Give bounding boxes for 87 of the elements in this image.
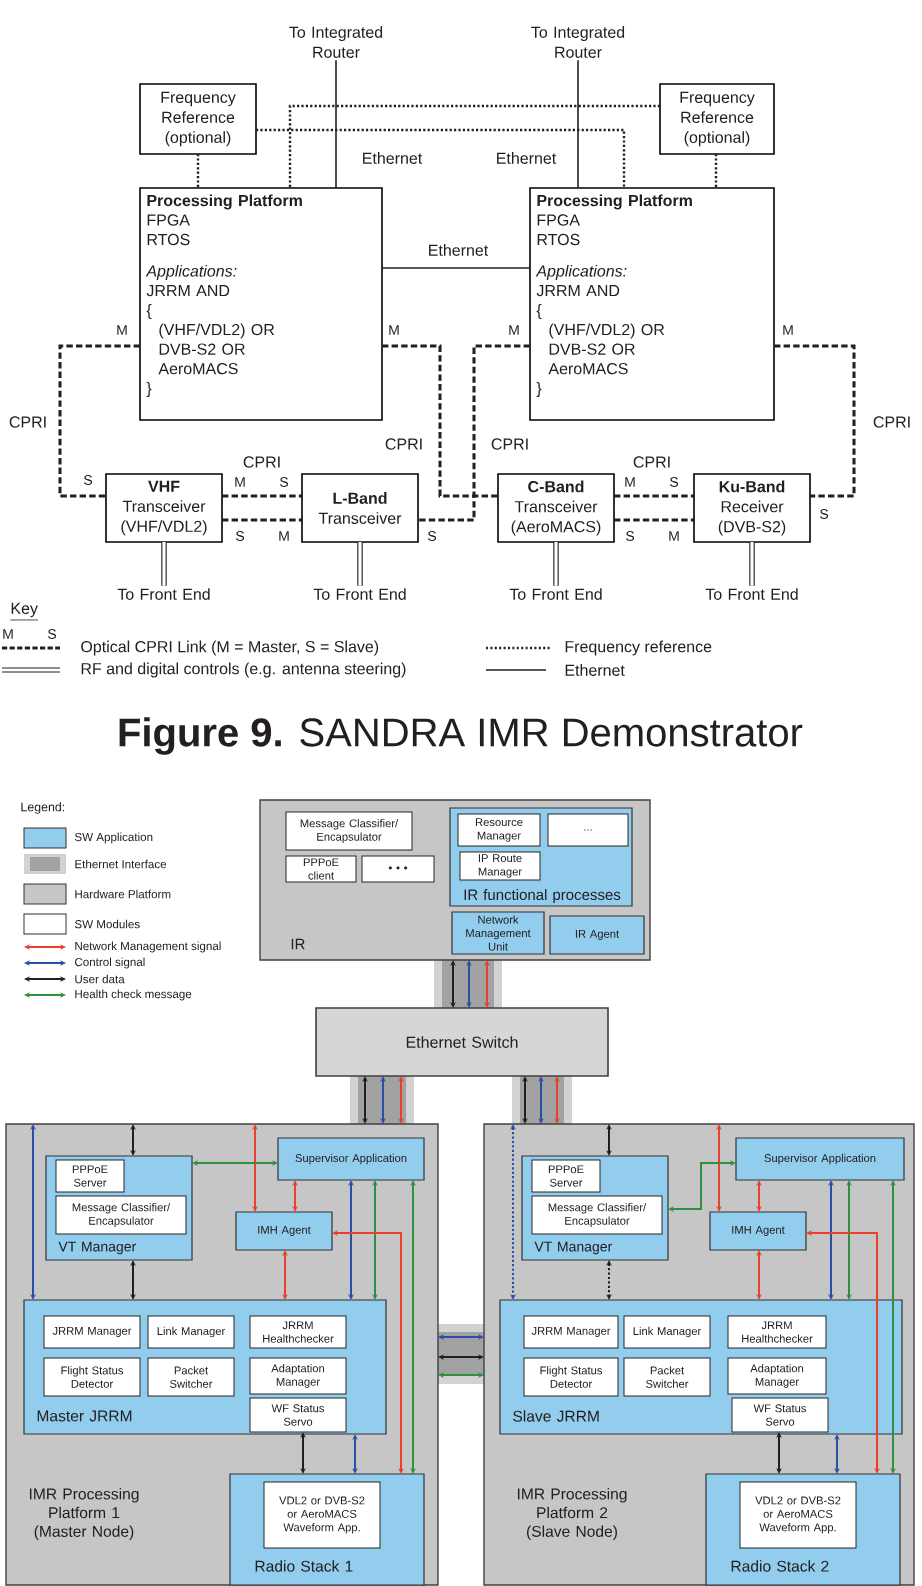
edge-label: CPRI [7,414,49,430]
arrow [828,1180,834,1300]
edge-label: Ethernet [426,242,490,258]
transceiver-box: C-Band Transceiver (AeroMACS) [497,473,615,543]
arrow [300,1432,306,1474]
arrow [522,1076,528,1124]
arrow [756,1250,762,1300]
legend-title: Key [10,602,39,621]
transceiver-box: L-Band Transceiver [301,473,419,543]
arrow [362,1076,368,1124]
transceiver-box: VHF Transceiver (VHF/VDL2) [105,473,223,543]
edge-label: CPRI [631,454,673,470]
transceiver-box: Ku-Band Receiver (DVB-S2) [693,473,811,543]
arrow [438,1354,484,1360]
line [335,59,337,189]
endpoint-label: To Integrated Router [531,26,625,58]
edge-label: CPRI [871,414,913,430]
legend-text: RF and digital controls (e.g. antenna steering) [81,662,406,678]
arrow [834,1434,840,1474]
arrow [130,1124,136,1156]
legend-text: Optical CPRI Link (M = Master, S = Slave) [81,640,379,656]
arrow [352,1434,358,1474]
dashed-line [614,518,694,522]
dashed-line [418,344,530,522]
dashed-line [222,518,302,522]
endpoint-label: To Front End [509,588,602,600]
dashed-line [382,344,498,498]
dotted-line [288,104,660,188]
arrow [192,1160,278,1166]
arrow [606,1124,612,1156]
dotted-line [714,154,718,188]
arrow [554,1076,560,1124]
arrow [806,1230,880,1474]
double-line [553,542,559,586]
endpoint-label: To Front End [313,588,406,600]
dashed-line [614,494,694,498]
arrow [410,1180,416,1474]
endpoint-label: To Front End [705,588,798,600]
reference-box: Frequency Reference (optional) [139,83,257,155]
edge-label: CPRI [383,436,425,452]
figure-caption: Figure 9. SANDRA IMR Demonstrator [119,717,803,755]
platform-box: Processing Platform FPGA RTOS Applications: JRRM AND { (VHF/VDL2) OR DVB-S2 OR AeroMACS } [139,187,383,421]
dashed-line [222,494,302,498]
arrow [776,1432,782,1474]
platform-box: Processing Platform FPGA RTOS Applications: JRRM AND { (VHF/VDL2) OR DVB-S2 OR AeroMACS } [529,187,775,421]
line [381,267,531,269]
arrow [372,1180,378,1300]
endpoint-label: To Front End [117,588,210,600]
edge-label: Ethernet [360,150,424,166]
line [577,59,579,189]
arrow [30,1124,36,1300]
endpoint-label: To Integrated Router [289,26,383,58]
edge-label: CPRI [241,454,283,470]
double-line [749,542,755,586]
arrow [538,1076,544,1124]
dashed-line [774,344,856,498]
dotted-line [196,154,200,188]
arrow [292,1180,298,1212]
switch-box: Ethernet Switch [315,1007,609,1077]
legend-text: Ethernet [565,664,625,676]
reference-box: Frequency Reference (optional) [659,83,775,155]
arrow [398,1076,404,1124]
arrow [380,1076,386,1124]
arrow [332,1230,404,1474]
arrow [668,1160,736,1212]
arrow [466,960,472,1008]
double-line [357,542,363,586]
arrow [252,1124,258,1212]
dotted-arrow [606,1260,612,1300]
arrow [438,1372,484,1378]
edge-label: CPRI [489,436,531,452]
arrow [846,1180,852,1300]
arrow [450,960,456,1008]
arrow [756,1180,762,1212]
arrow [438,1334,484,1340]
double-line [161,542,167,586]
dashed-line [58,344,140,498]
arrow [484,960,490,1008]
dotted-arrow [510,1124,516,1300]
legend-text: Frequency reference [565,640,712,656]
arrow [348,1180,354,1300]
arrow [890,1180,896,1474]
arrow [130,1260,136,1300]
dotted-line [256,128,626,188]
edge-label: Ethernet [494,150,558,166]
arrow [716,1124,722,1212]
arrow [282,1250,288,1300]
